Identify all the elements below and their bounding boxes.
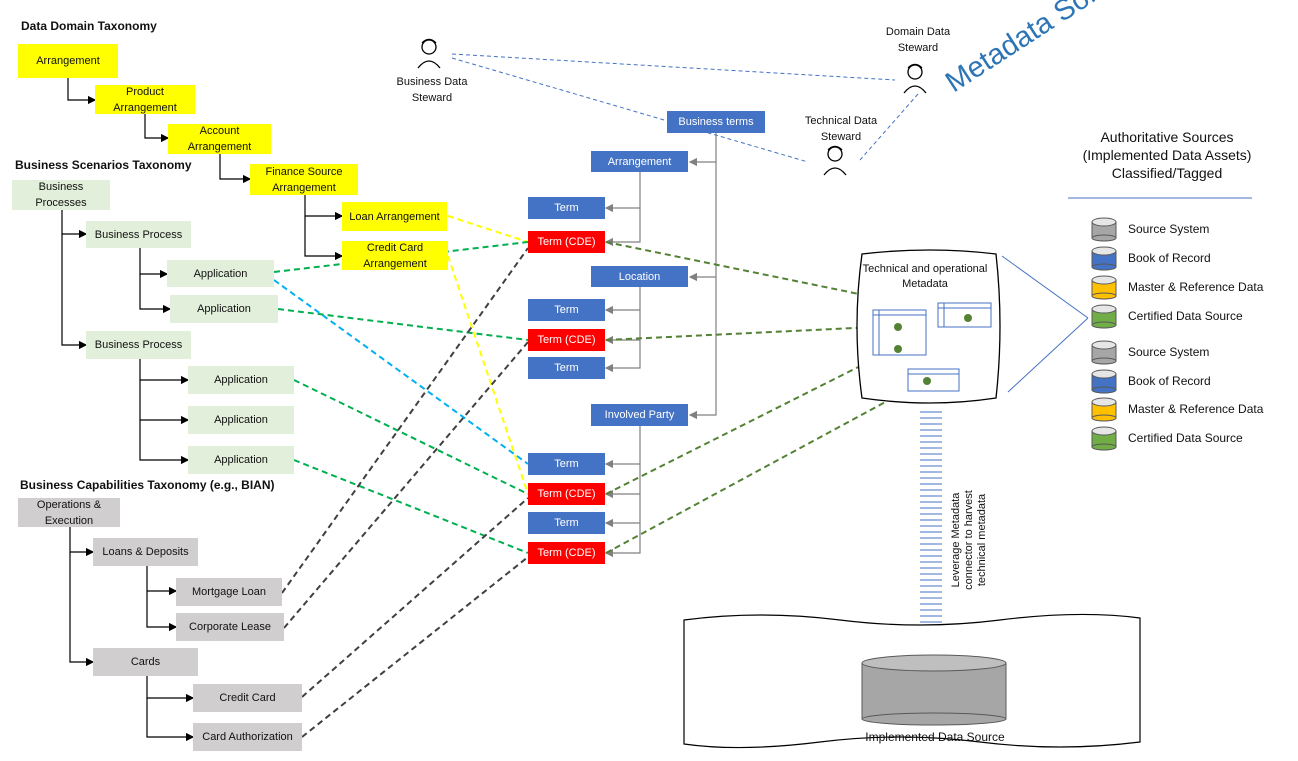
technical-steward-label: Technical Data Steward bbox=[804, 115, 878, 143]
business-steward-icon bbox=[417, 38, 441, 69]
bc-credit-card: Credit Card bbox=[193, 684, 302, 712]
legend-item-label: Source System bbox=[1128, 222, 1210, 236]
business-steward-label: Business Data Steward bbox=[396, 76, 468, 104]
database-icon bbox=[1091, 217, 1117, 242]
connector-note: Leverage Metadata connector to harvest t… bbox=[950, 490, 988, 590]
yellow-links bbox=[447, 215, 529, 495]
business-capabilities-header: Business Capabilities Taxonomy (e.g., BI… bbox=[20, 478, 275, 492]
term-2: Term bbox=[528, 299, 605, 321]
term-cde-1: Term (CDE) bbox=[528, 231, 605, 253]
term-1: Term bbox=[528, 197, 605, 219]
legend-item-label: Master & Reference Data bbox=[1128, 280, 1264, 294]
implemented-source-label: Implemented Data Source bbox=[865, 730, 1005, 744]
dd-finance-source-arrangement: Finance Source Arrangement bbox=[250, 164, 358, 195]
legend-item: Book of Record bbox=[1090, 245, 1211, 271]
bs-application-3: Application bbox=[188, 366, 294, 394]
legend-item-label: Source System bbox=[1128, 345, 1210, 359]
tech-metadata-cloud bbox=[856, 249, 1001, 404]
database-icon bbox=[1091, 275, 1117, 300]
bc-cards: Cards bbox=[93, 648, 198, 676]
taxonomy-tree-lines bbox=[61, 78, 344, 742]
business-scenarios-header: Business Scenarios Taxonomy bbox=[15, 158, 192, 172]
legend-item: Source System bbox=[1090, 216, 1209, 242]
legend-item-label: Book of Record bbox=[1128, 374, 1211, 388]
bs-application-2: Application bbox=[170, 295, 278, 323]
database-cylinder bbox=[861, 654, 1007, 726]
glossary-tree-lines bbox=[604, 132, 717, 558]
glossary-arrangement: Arrangement bbox=[591, 151, 688, 172]
metadata-dots bbox=[894, 314, 972, 385]
database-icon bbox=[1091, 426, 1117, 451]
legend-item: Certified Data Source bbox=[1090, 303, 1243, 329]
legend-item-label: Master & Reference Data bbox=[1128, 402, 1264, 416]
legend-bracket bbox=[1001, 197, 1252, 393]
legend-item: Source System bbox=[1090, 339, 1209, 365]
database-icon bbox=[1091, 369, 1117, 394]
glossary-business-terms: Business terms bbox=[667, 111, 765, 133]
dd-account-arrangement: Account Arrangement bbox=[168, 124, 271, 154]
dd-arrangement: Arrangement bbox=[18, 44, 118, 78]
bc-operations-execution: Operations & Execution bbox=[18, 498, 120, 527]
database-icon bbox=[1091, 397, 1117, 422]
olive-links bbox=[605, 241, 967, 554]
legend-item: Master & Reference Data bbox=[1090, 396, 1263, 422]
tech-metadata-title: Technical and operational Metadata bbox=[862, 263, 988, 290]
dd-credit-card-arrangement: Credit Card Arrangement bbox=[342, 241, 448, 270]
database-icon bbox=[1091, 246, 1117, 271]
dd-loan-arrangement: Loan Arrangement bbox=[342, 202, 447, 231]
legend-item-label: Certified Data Source bbox=[1128, 309, 1243, 323]
black-links bbox=[281, 247, 529, 738]
bc-card-authorization: Card Authorization bbox=[193, 723, 302, 751]
term-cde-4: Term (CDE) bbox=[528, 542, 605, 564]
glossary-location: Location bbox=[591, 266, 688, 287]
domain-steward-label: Domain Data Steward bbox=[885, 26, 951, 54]
bc-mortgage-loan: Mortgage Loan bbox=[176, 578, 282, 606]
bs-business-process-2: Business Process bbox=[86, 331, 191, 359]
bs-business-processes: Business Processes bbox=[12, 180, 110, 210]
bs-application-5: Application bbox=[188, 446, 294, 474]
term-cde-2: Term (CDE) bbox=[528, 329, 605, 351]
term-5: Term bbox=[528, 512, 605, 534]
legend-item-label: Book of Record bbox=[1128, 251, 1211, 265]
bs-application-4: Application bbox=[188, 406, 294, 434]
term-4: Term bbox=[528, 453, 605, 475]
term-cde-3: Term (CDE) bbox=[528, 483, 605, 505]
legend-item: Book of Record bbox=[1090, 368, 1211, 394]
bc-corporate-lease: Corporate Lease bbox=[176, 613, 284, 641]
bs-application-1: Application bbox=[167, 260, 274, 287]
bc-loans-deposits: Loans & Deposits bbox=[93, 538, 198, 566]
dd-product-arrangement: Product Arrangement bbox=[95, 85, 195, 114]
bs-business-process-1: Business Process bbox=[86, 221, 191, 248]
technical-steward-icon bbox=[823, 145, 847, 176]
legend-item: Master & Reference Data bbox=[1090, 274, 1263, 300]
cyan-link bbox=[273, 279, 529, 465]
database-icon bbox=[1091, 340, 1117, 365]
authoritative-sources-title: Authoritative Sources (Implemented Data … bbox=[1082, 129, 1252, 181]
domain-steward-icon bbox=[903, 63, 927, 94]
legend-item: Certified Data Source bbox=[1090, 425, 1243, 451]
term-3: Term bbox=[528, 357, 605, 379]
data-domain-taxonomy-header: Data Domain Taxonomy bbox=[21, 19, 157, 33]
steward-links bbox=[451, 53, 919, 163]
legend-item-label: Certified Data Source bbox=[1128, 431, 1243, 445]
harvest-ladder bbox=[920, 411, 942, 653]
green-links bbox=[273, 241, 529, 554]
glossary-involved-party: Involved Party bbox=[591, 404, 688, 426]
database-icon bbox=[1091, 304, 1117, 329]
metadata-windows bbox=[872, 302, 992, 392]
